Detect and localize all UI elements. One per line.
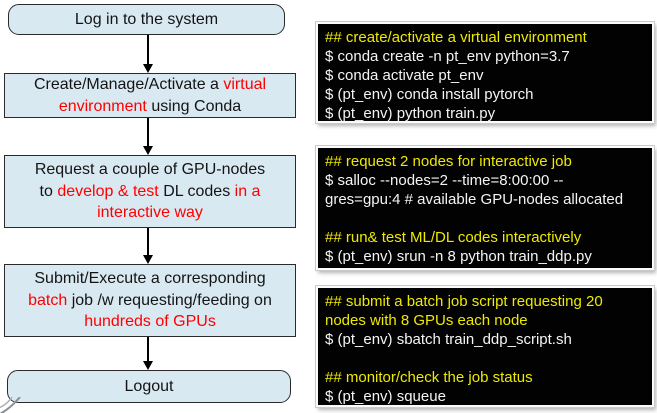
flow-step-text-line: environment using Conda [58,97,242,115]
flow-step-conda-env: Create/Manage/Activate a virtual environm… [4,73,296,118]
flow-step-text-line: interactive way [97,204,203,222]
code-comment-line: nodes with 8 GPUs each node [325,312,528,329]
code-command-line: $ (pt_env) python train.py [325,105,496,122]
code-command-line: $ (pt_env) squeue [325,388,446,405]
flow-step-login: Log in to the system [8,4,285,35]
arrow-down-icon [142,337,154,370]
code-command-line: $ conda activate pt_env [325,67,484,84]
code-command-line: $ (pt_env) sbatch train_ddp_script.sh [325,331,572,348]
code-comment-line: ## request 2 nodes for interactive job [325,153,572,170]
code-command-line [325,349,645,368]
flow-step-text-line: to develop & test DL codes in a [39,182,261,200]
arrow-down-icon [142,35,154,73]
code-comment-line: ## run& test ML/DL codes interactively [325,229,582,246]
terminal-interactive-job-commands: ## request 2 nodes for interactive job $ … [316,146,654,270]
flow-step-text-line: Create/Manage/Activate a virtual [33,76,267,93]
flow-step-submit-batch-job: Submit/Execute a corresponding batch job … [4,264,296,337]
code-command-line: $ salloc --nodes=2 --time=8:00:00 -- [325,172,564,189]
code-command-line: $ (pt_env) srun -n 8 python train_ddp.py [325,248,592,265]
code-command-line: $ (pt_env) conda install pytorch [325,86,534,103]
code-comment-line: ## monitor/check the job status [325,369,533,386]
flow-step-request-gpu-nodes: Request a couple of GPU-nodes to develop … [4,155,296,228]
terminal-batch-job-commands: ## submit a batch job script requesting … [316,286,654,407]
logo-fragment-icon [0,397,21,413]
flow-step-text-line: Logout [124,377,174,395]
code-command-line [325,209,645,228]
code-comment-line: ## submit a batch job script requesting … [325,293,603,310]
flow-step-logout: Logout [7,370,291,403]
code-command-line: $ conda create -n pt_env python=3.7 [325,48,570,65]
arrow-down-icon [142,118,154,155]
flow-step-text-line: Submit/Execute a corresponding [34,270,266,288]
code-command-line: gres=gpu:4 # available GPU-nodes allocat… [325,191,624,208]
flow-step-text-line: Request a couple of GPU-nodes [34,161,266,179]
flow-step-text-line: batch job /w requesting/feeding on [28,291,272,309]
terminal-conda-commands: ## create/activate a virtual environment… [316,22,654,123]
flow-step-text-line: Log in to the system [74,10,219,28]
arrow-down-icon [142,228,154,264]
flow-step-text-line: hundreds of GPUs [84,313,216,331]
code-comment-line: ## create/activate a virtual environment [325,29,587,46]
